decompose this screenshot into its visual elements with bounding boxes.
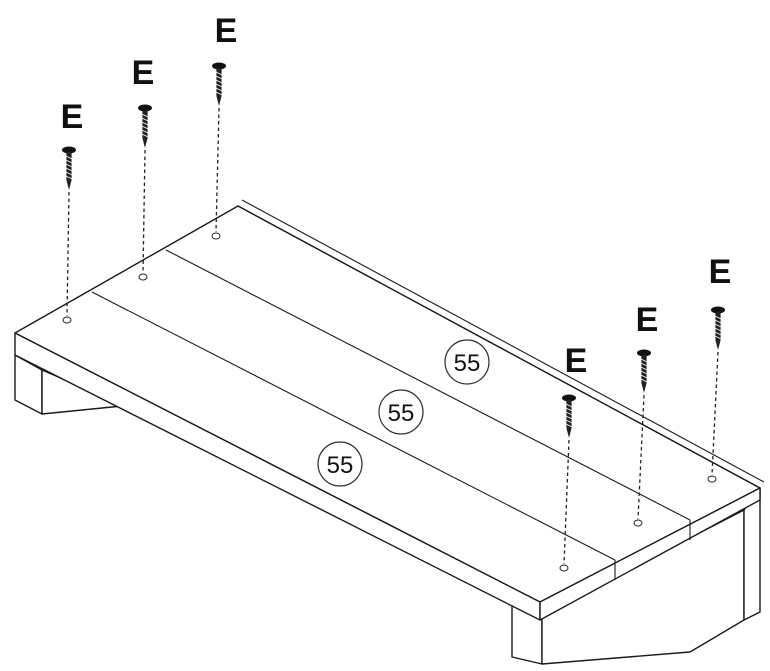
screw-icon	[211, 62, 227, 107]
screw-hole	[138, 273, 148, 281]
part-badge-front: 55	[317, 441, 363, 487]
screw-left-1: E	[61, 98, 84, 317]
screw-label: E	[215, 12, 238, 50]
part-number-text: 55	[388, 400, 415, 427]
part-number-text: 55	[327, 452, 354, 479]
part-number-text: 55	[454, 350, 481, 377]
screw-label: E	[565, 342, 588, 380]
screw-label: E	[636, 301, 659, 339]
screw-hole	[707, 475, 717, 483]
screw-icon	[636, 349, 652, 394]
screw-right-3: E	[709, 253, 732, 476]
screw-icon	[61, 146, 77, 191]
screw-right-1: E	[561, 342, 588, 565]
screw-hole	[62, 316, 72, 324]
screw-hole	[559, 564, 569, 572]
screw-hole	[633, 519, 643, 527]
screw-hole	[211, 232, 221, 240]
screw-icon	[137, 104, 153, 149]
screw-left-2: E	[132, 54, 155, 274]
part-badge-middle: 55	[378, 389, 424, 435]
screw-label: E	[709, 253, 732, 291]
screw-icon	[710, 306, 726, 351]
screw-right-2: E	[636, 301, 659, 520]
screw-left-3: E	[211, 12, 238, 233]
screw-holes	[62, 232, 717, 572]
part-badge-rear: 55	[444, 339, 490, 385]
screw-label: E	[132, 54, 155, 92]
screw-label: E	[61, 98, 84, 136]
